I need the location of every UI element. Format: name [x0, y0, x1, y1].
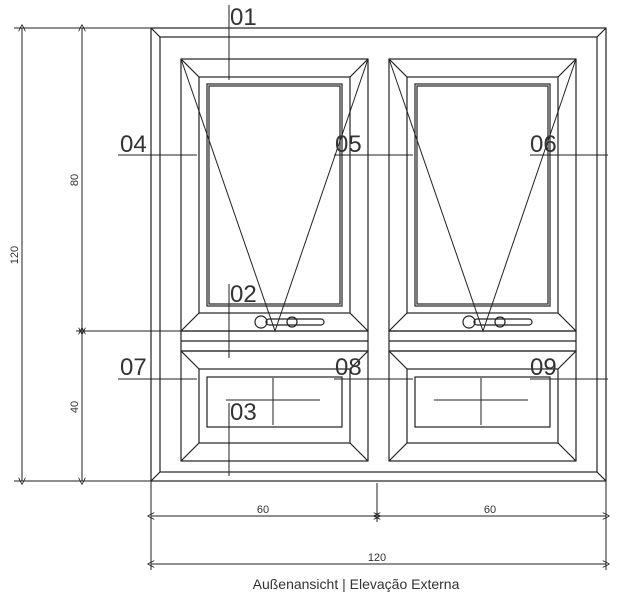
sash-left [180, 58, 369, 462]
dimension-height-total: 120 [9, 246, 21, 264]
sash-right [388, 58, 577, 462]
dimension-lines-vertical [14, 28, 181, 481]
handle-left [254, 315, 325, 329]
dimension-width-left: 60 [257, 504, 269, 516]
drawing-caption: Außenansicht | Elevação Externa [253, 576, 460, 592]
dimension-height-upper: 80 [69, 174, 81, 186]
callout-06: 06 [530, 131, 557, 158]
callout-09: 09 [530, 354, 557, 381]
callout-05: 05 [335, 131, 362, 158]
callout-07: 07 [120, 354, 147, 381]
dimension-width-right: 60 [484, 504, 496, 516]
dimension-lines-horizontal [151, 481, 606, 570]
callout-08: 08 [335, 354, 362, 381]
callout-04: 04 [120, 131, 147, 158]
callout-leaders [118, 5, 608, 476]
callout-02: 02 [230, 281, 257, 308]
handle-right [462, 315, 533, 329]
dimension-height-lower: 40 [69, 401, 81, 413]
callout-01: 01 [230, 4, 257, 31]
dimension-width-total: 120 [368, 552, 386, 564]
callout-03: 03 [230, 399, 257, 426]
outer-frame [150, 27, 607, 482]
